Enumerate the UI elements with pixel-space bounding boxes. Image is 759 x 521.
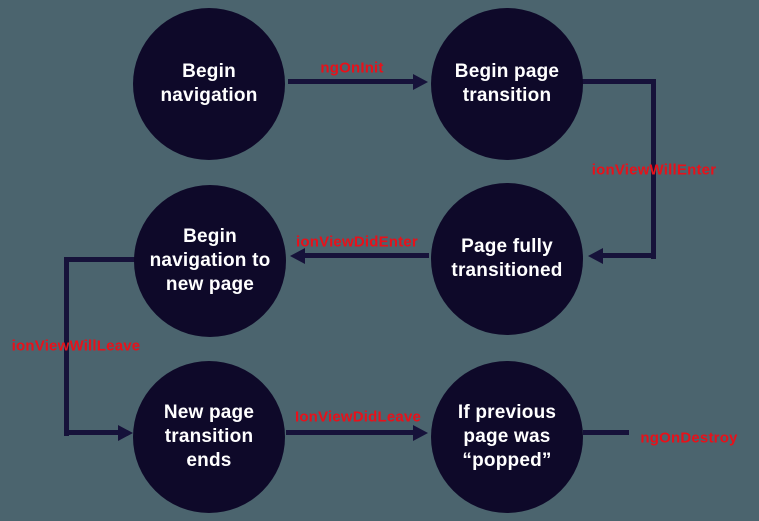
connector-ionviewwillleave-line-top: [64, 257, 136, 262]
node-new-page-transition-ends: New page transition ends: [133, 361, 285, 513]
edge-label-ngondestroy: ngOnDestroy: [640, 429, 738, 447]
node-if-previous-page-was-popped: If previous page was “popped”: [431, 361, 583, 513]
node-begin-navigation: Begin navigation: [133, 8, 285, 160]
node-page-fully-transitioned: Page fully transitioned: [431, 183, 583, 335]
connector-ngondestroy-line: [583, 430, 629, 435]
connector-ionviewdidleave-arrowhead-icon: [413, 425, 428, 441]
connector-ngoninit-line: [288, 79, 416, 84]
edge-label-ionviewwillenter: ionViewWillEnter: [591, 161, 717, 179]
connector-ionviewwillleave-line-bottom: [64, 430, 120, 435]
connector-ionviewdidleave-line: [286, 430, 416, 435]
connector-ionviewwillenter-line-top: [575, 79, 656, 84]
edge-label-ionviewdidleave: IonViewDidLeave: [294, 408, 422, 426]
connector-ngoninit-arrowhead-icon: [413, 74, 428, 90]
connector-ionviewwillenter-arrowhead-icon: [588, 248, 603, 264]
node-begin-navigation-to-new-page: Begin navigation to new page: [134, 185, 286, 337]
connector-ionviewwillleave-line-vertical: [64, 257, 69, 436]
edge-label-ionviewdidenter: ionViewDidEnter: [296, 233, 418, 251]
connector-ionviewdidenter-arrowhead-icon: [290, 248, 305, 264]
connector-ionviewwillenter-line-vertical: [651, 79, 656, 259]
edge-label-ionviewwillleave: ionViewWillLeave: [11, 337, 141, 355]
connector-ionviewwillleave-arrowhead-icon: [118, 425, 133, 441]
edge-label-ngoninit: ngOnInit: [320, 59, 384, 77]
connector-ionviewwillenter-line-bottom: [601, 253, 656, 258]
node-begin-page-transition: Begin page transition: [431, 8, 583, 160]
connector-ionviewdidenter-line: [303, 253, 429, 258]
